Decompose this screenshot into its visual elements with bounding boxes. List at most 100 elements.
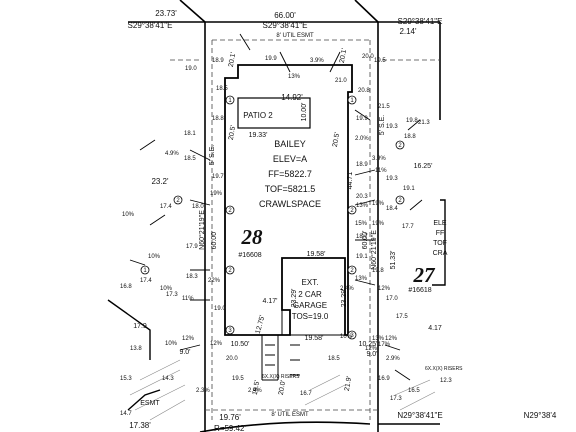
svg-text:17.3: 17.3 [390,396,402,402]
top-front-left: 20.1' [228,52,237,68]
svg-text:16.9: 16.9 [378,376,390,382]
svg-text:4.9%: 4.9% [165,151,179,157]
bottom-bearing-2: N29°38'4 [524,411,557,420]
svg-text:18.8: 18.8 [404,134,416,140]
svg-text:18.3: 18.3 [186,274,198,280]
driveway [261,335,300,381]
top-bearing: S29°38'41"E [263,21,308,30]
house-footprint [224,64,353,336]
svg-text:19.9: 19.9 [265,56,277,62]
svg-text:18.9: 18.9 [212,58,224,64]
svg-text:19.8: 19.8 [406,118,418,124]
garage-offset: 4.17' [263,298,278,305]
svg-text:18.7: 18.7 [356,234,368,240]
svg-text:14.7: 14.7 [120,411,132,417]
svg-text:18.0: 18.0 [192,204,204,210]
svg-text:2.9%: 2.9% [386,356,400,362]
lot27-partial-1: ELE [433,220,447,227]
right-side-dist: 60.00' [362,231,369,250]
bottom-left-dist: 17.38' [129,421,151,430]
svg-text:2: 2 [228,208,232,214]
svg-text:21.5: 21.5 [378,104,390,110]
svg-text:11%: 11% [182,296,194,302]
side-left: 16.25' [414,163,433,170]
lot-number-27: 27 [413,263,437,287]
house-right: 20.5' [332,132,341,148]
svg-text:18.9: 18.9 [356,162,368,168]
svg-text:2.4%: 2.4% [340,286,354,292]
left-lot-a: 17.9 [133,323,147,330]
svg-text:13%: 13% [372,336,385,342]
left-lot-dist: 23.2' [151,177,169,186]
patio-width: 14.92' [281,93,303,102]
bottom-bearing: N29°38'41"E [397,411,442,420]
svg-text:2: 2 [398,198,402,204]
svg-text:19%: 19% [210,191,223,197]
riser-labels: 6X.X(X) RISERS 6X.X(X) RISERS [262,366,463,380]
svg-text:12%: 12% [365,346,378,352]
top-left-bearing: S29°38'41"E [128,21,173,30]
svg-text:13%: 13% [288,74,301,80]
svg-text:21.0: 21.0 [335,78,347,84]
svg-text:12%: 12% [385,336,398,342]
garage-line4: TOS=19.0 [292,312,329,321]
svg-text:17.5: 17.5 [396,314,408,320]
svg-text:6X.X(X) RISERS: 6X.X(X) RISERS [262,374,300,380]
left-bearing: N60°21'19"E [198,210,206,250]
house-tof: TOF=5821.5 [265,184,316,194]
house-side-depth: 44.71' [347,171,354,190]
lot27-partial-2: FF [436,230,445,237]
garage-line2: 2 CAR [298,290,322,299]
svg-text:19.5: 19.5 [232,376,244,382]
svg-text:17.4: 17.4 [160,204,172,210]
svg-text:16.8: 16.8 [120,284,132,290]
left-side-dist: 60.00' [211,231,218,250]
patio-depth: 10.00' [301,103,308,122]
svg-text:10%: 10% [160,286,173,292]
right-lot-offset: 4.17 [428,325,442,332]
svg-text:19.0: 19.0 [214,306,226,312]
svg-text:2.0%: 2.0% [355,136,369,142]
right-lot-dist: 51.33' [390,251,397,270]
svg-text:14.3: 14.3 [162,376,174,382]
lot-boundary [128,0,441,432]
callout-numbers: 1 2 2 3 1 2 2 3 1 2 2 2 [143,98,402,339]
lot27-partial-4: CRA [433,250,448,257]
garage-width-bottom: 19.58' [305,335,324,342]
svg-text:12%: 12% [378,286,391,292]
svg-text:19.3: 19.3 [386,176,398,182]
house-foundation: CRAWLSPACE [259,199,321,209]
svg-text:19.3: 19.3 [386,124,398,130]
lot-sub-27: #16618 [408,287,431,294]
left-side-esmt: 5' S.E. [209,145,216,165]
svg-text:13%: 13% [355,276,368,282]
svg-text:15.3: 15.3 [120,376,132,382]
top-left-dist: 23.73' [155,9,177,18]
svg-text:20.3: 20.3 [356,194,368,200]
svg-text:10%: 10% [165,341,178,347]
bottom-right-setback: 9.0' [366,351,377,358]
grade-labels: 3.9%10% 13%4.9% 10%3.9% 11%12% 11%2.0% 1… [122,58,400,394]
svg-text:2: 2 [176,198,180,204]
svg-text:19%: 19% [372,201,385,207]
garage-jog: 12.75' [255,315,267,335]
house-elevation: ELEV=A [273,154,307,164]
svg-text:10%: 10% [148,254,161,260]
svg-text:3.9%: 3.9% [310,58,324,64]
svg-text:19.0: 19.0 [185,66,197,72]
svg-text:10%: 10% [122,212,135,218]
svg-text:19.1: 19.1 [403,186,415,192]
bottom-partial: R=59.42' [214,424,246,432]
lot27-partial-3: TOF [433,240,447,247]
svg-text:1: 1 [350,98,354,104]
patio-outline [237,97,311,129]
svg-text:17.9: 17.9 [186,244,198,250]
svg-text:10%: 10% [340,334,353,340]
lot-line-rear [199,421,371,432]
right-side-esmt: 5' S.E. [379,115,386,135]
top-util-esmt: 8' UTIL ESMT [276,33,314,39]
svg-text:18.8: 18.8 [212,116,224,122]
svg-text:11%: 11% [375,168,387,174]
svg-text:18.5: 18.5 [328,356,340,362]
